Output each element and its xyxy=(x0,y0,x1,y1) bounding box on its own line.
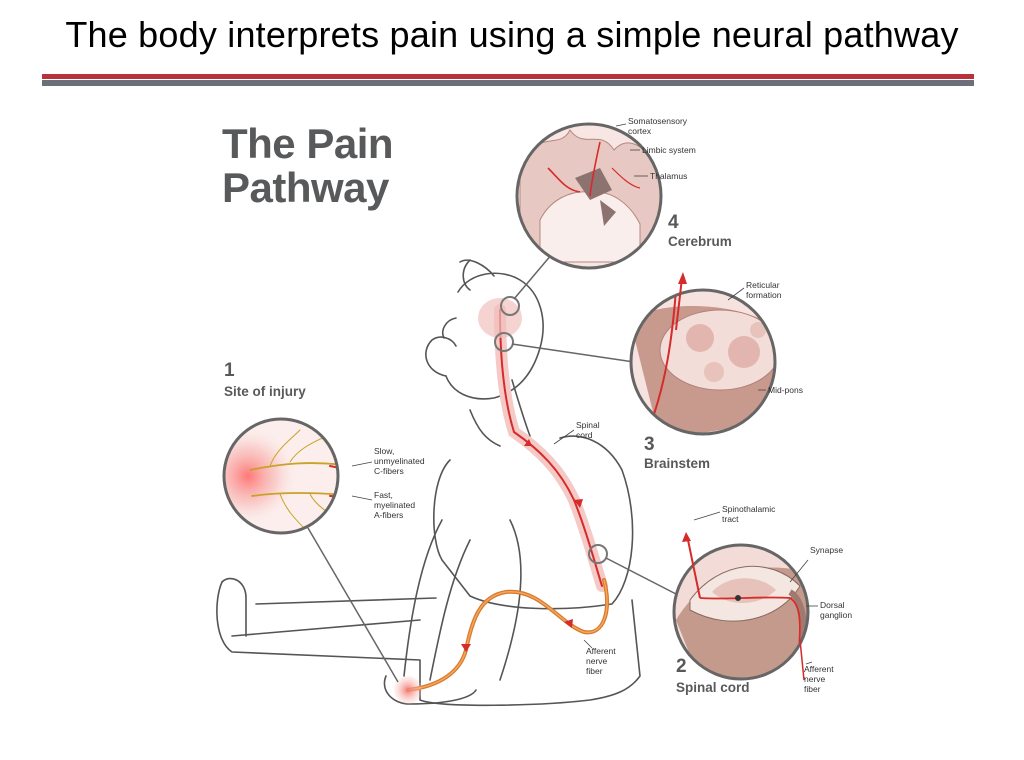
hair xyxy=(459,259,495,291)
inset-cerebrum xyxy=(515,122,663,270)
connector-cerebrum xyxy=(513,253,553,300)
leg-line-upper xyxy=(255,597,437,605)
neck-left xyxy=(469,409,501,447)
brain-highlight xyxy=(478,298,522,338)
slide-title: The body interprets pain using a simple … xyxy=(65,14,959,55)
label-synapse: Synapse xyxy=(810,545,844,555)
stage-3-name: Brainstem xyxy=(644,456,711,471)
stage-2-name: Spinal cord xyxy=(676,680,750,695)
arrow-mark xyxy=(574,499,583,508)
label-dorsal-ganglion: Dorsal ganglion xyxy=(820,600,853,620)
arm-right xyxy=(499,519,522,681)
spinal-cord-ring xyxy=(588,544,608,564)
spinothalamic-tract-line xyxy=(499,309,603,587)
leg-line xyxy=(231,619,421,637)
arrow-mark xyxy=(524,439,532,446)
label-spinal-cord: Spinal cord xyxy=(576,420,600,440)
label-afferent-nerve-fiber-cord: Afferent nerve fiber xyxy=(804,664,834,694)
hand-outline xyxy=(383,675,477,705)
afferent-fiber xyxy=(406,578,610,692)
label-somatosensory-cortex: Somatosensory cortex xyxy=(628,116,688,136)
arm-left-inner xyxy=(429,539,471,681)
connector-injury xyxy=(307,527,399,683)
stage-3-number: 3 xyxy=(644,434,655,455)
heading-line-1: The Pain xyxy=(222,120,394,167)
stage-4-number: 4 xyxy=(668,212,679,233)
diagram-heading: The Pain Pathway xyxy=(222,120,394,211)
label-mid-pons: Mid-pons xyxy=(768,385,803,395)
connector-spinal xyxy=(605,557,677,595)
title-rule-gray xyxy=(42,80,974,86)
title-rule-red xyxy=(42,74,974,79)
afferent-fiber-highlight xyxy=(407,579,608,691)
torso-outline xyxy=(433,435,634,610)
connector-brainstem xyxy=(511,343,635,363)
label-slow-c-fibers: Slow, unmyelinated C-fibers xyxy=(374,446,425,476)
neck-right xyxy=(511,379,531,437)
injury-spot xyxy=(394,676,422,704)
stage-2-number: 2 xyxy=(676,656,687,677)
stage-1-name: Site of injury xyxy=(224,384,306,399)
legs-outline xyxy=(216,581,641,707)
stage-4-name: Cerebrum xyxy=(668,234,732,249)
arm-left xyxy=(403,519,443,677)
label-afferent-nerve-fiber-body: Afferent nerve fiber xyxy=(586,646,616,676)
label-thalamus: Thalamus xyxy=(650,171,688,181)
heel-outline xyxy=(221,577,247,637)
ear-nose xyxy=(425,336,457,377)
arrow-mark xyxy=(461,644,471,652)
arrow-mark xyxy=(564,619,573,628)
inset-site-of-injury xyxy=(222,417,340,535)
face-line xyxy=(441,317,457,339)
stage-1-number: 1 xyxy=(224,360,235,381)
label-reticular-formation: Reticular formation xyxy=(746,280,782,300)
nerve-pathway xyxy=(406,304,610,692)
heading-line-2: Pathway xyxy=(222,164,389,211)
label-limbic-system: Limbic system xyxy=(642,145,696,155)
label-fast-a-fibers: Fast, myelinated A-fibers xyxy=(374,490,416,520)
label-spinothalamic-tract: Spinothalamic tract xyxy=(722,504,776,524)
spinal-cord-band xyxy=(494,304,608,592)
inset-spinal-cord xyxy=(672,532,810,681)
cerebrum-ring xyxy=(500,296,520,316)
inset-brainstem xyxy=(629,272,777,436)
brainstem-ring xyxy=(494,332,514,352)
